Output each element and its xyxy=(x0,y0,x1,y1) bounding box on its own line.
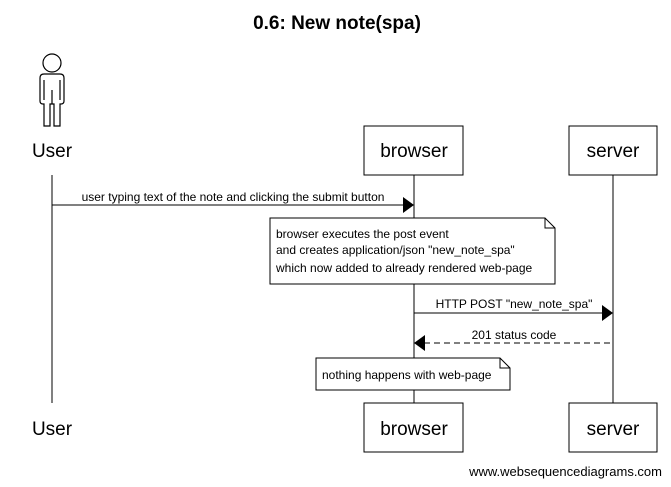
actor-label-user: User xyxy=(32,141,73,162)
note-line: and creates application/json "new_note_s… xyxy=(276,243,515,257)
note-line: which now added to already rendered web-… xyxy=(275,261,532,275)
actor-label-user-bottom: User xyxy=(32,419,73,440)
arrowhead-icon xyxy=(602,305,613,321)
participant-label-browser-bottom: browser xyxy=(380,419,448,440)
message-label: 201 status code xyxy=(472,328,557,342)
participant-browser-bottom: browser xyxy=(363,402,464,453)
stick-figure-icon xyxy=(39,53,65,127)
message-browser-to-server: HTTP POST "new_note_spa" xyxy=(414,297,613,321)
footer-credit: www.websequencediagrams.com xyxy=(468,464,662,479)
message-label: user typing text of the note and clickin… xyxy=(82,190,385,204)
arrowhead-icon xyxy=(403,197,414,213)
participant-label-server-bottom: server xyxy=(587,419,640,440)
actor-user-top: User xyxy=(32,53,73,162)
note-nothing-happens: nothing happens with web-page xyxy=(315,357,511,391)
note-browser-post-event: browser executes the post event and crea… xyxy=(269,217,556,285)
message-server-to-browser: 201 status code xyxy=(414,328,613,351)
participant-label-server: server xyxy=(587,141,640,162)
message-user-to-browser: user typing text of the note and clickin… xyxy=(52,190,414,213)
diagram-title: 0.6: New note(spa) xyxy=(253,13,421,34)
participant-browser-top: browser xyxy=(363,125,464,176)
participant-label-browser: browser xyxy=(380,141,448,162)
arrowhead-icon xyxy=(414,335,425,351)
note-line: browser executes the post event xyxy=(276,227,449,241)
message-label: HTTP POST "new_note_spa" xyxy=(436,297,593,311)
participant-server-top: server xyxy=(568,125,658,176)
participant-server-bottom: server xyxy=(568,402,658,453)
note-line: nothing happens with web-page xyxy=(322,368,492,382)
